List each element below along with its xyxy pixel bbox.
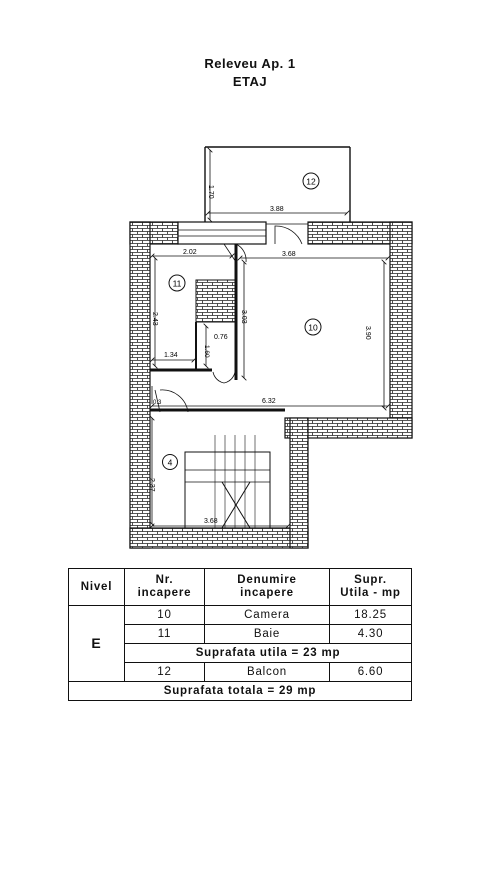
svg-text:1.34: 1.34 [164, 352, 178, 359]
room-label-11: 11 [168, 274, 186, 292]
header-nr: Nr.incapere [124, 568, 205, 606]
room-label-12: 12 [302, 172, 320, 190]
stair-height-dimension: 2.37 [148, 418, 155, 524]
svg-text:1.60: 1.60 [203, 345, 210, 358]
header-suprafata: Supr.Utila - mp [329, 568, 412, 606]
total-row: Suprafata totala = 29 mp [68, 681, 412, 701]
overall-width-dimension: 6.32 [152, 398, 388, 406]
svg-text:2.37: 2.37 [148, 478, 155, 492]
stair-width-dimension: 3.68 [152, 518, 288, 526]
shaft-height-dimension: 3.03 [240, 262, 247, 378]
balcony-door [266, 223, 308, 245]
svg-text:4: 4 [168, 458, 173, 468]
room-name-cell: Camera [204, 605, 330, 625]
svg-text:0.3: 0.3 [153, 400, 162, 406]
room-name-cell: Baie [204, 624, 330, 644]
svg-text:2.02: 2.02 [183, 249, 197, 256]
shaft-width-dimension: 0.76 [214, 334, 228, 341]
bath-door [212, 371, 236, 384]
svg-text:3.68: 3.68 [204, 518, 218, 525]
total-cell: Suprafata totala = 29 mp [68, 681, 412, 701]
staircase [184, 435, 271, 529]
exterior-walls [129, 221, 413, 549]
plan-title: Releveu Ap. 1 [204, 56, 296, 71]
room-number-cell: 12 [124, 662, 205, 682]
svg-text:3.03: 3.03 [240, 310, 247, 324]
svg-text:11: 11 [173, 279, 182, 289]
table-row: 12 Balcon 6.60 [69, 662, 412, 682]
room-area-cell: 6.60 [329, 662, 412, 682]
svg-text:3.68: 3.68 [282, 251, 296, 258]
svg-text:1.70: 1.70 [207, 185, 214, 199]
table-row: E 10 Camera 18.25 [68, 605, 412, 682]
svg-text:3.88: 3.88 [270, 206, 284, 213]
svg-text:0.76: 0.76 [214, 334, 228, 341]
room-area-cell: 4.30 [329, 624, 412, 644]
subtotal-cell: Suprafata utila = 23 mp [124, 643, 412, 663]
hall-opening-dimension: 3.68 [240, 251, 388, 258]
level-cell: E [68, 605, 125, 682]
room-number-cell: 10 [124, 605, 205, 625]
room-label-10: 10 [304, 318, 322, 336]
room-area-cell: 18.25 [329, 605, 412, 625]
bath-width-dimension: 2.02 [152, 249, 232, 256]
balcony-depth-dimension: 1.70 [207, 150, 214, 220]
room-name-cell: Balcon [204, 662, 330, 682]
room-height-dimension: 3.90 [364, 262, 384, 408]
svg-text:2.43: 2.43 [151, 312, 158, 326]
balcony-width-dimension: 3.88 [208, 206, 347, 213]
balcony-window [177, 221, 267, 245]
floor-plan: 1.70 3.88 12 [129, 146, 413, 549]
svg-text:3.90: 3.90 [364, 326, 371, 340]
door-small-dimension: 0.3 [151, 386, 162, 406]
plan-subtitle: ETAJ [232, 74, 268, 89]
table-row: 11 Baie 4.30 [69, 624, 412, 644]
balcony-outline [204, 146, 351, 222]
shaft-inner-dimension: 1.60 [203, 326, 210, 366]
bath-lower-width-dimension: 1.34 [152, 352, 194, 360]
room-label-4: 4 [162, 454, 178, 470]
svg-text:10: 10 [308, 323, 318, 333]
header-nivel: Nivel [68, 568, 125, 606]
bath-height-dimension: 2.43 [151, 258, 158, 366]
svg-text:6.32: 6.32 [262, 398, 276, 405]
svg-text:12: 12 [306, 177, 316, 187]
room-number-cell: 11 [124, 624, 205, 644]
